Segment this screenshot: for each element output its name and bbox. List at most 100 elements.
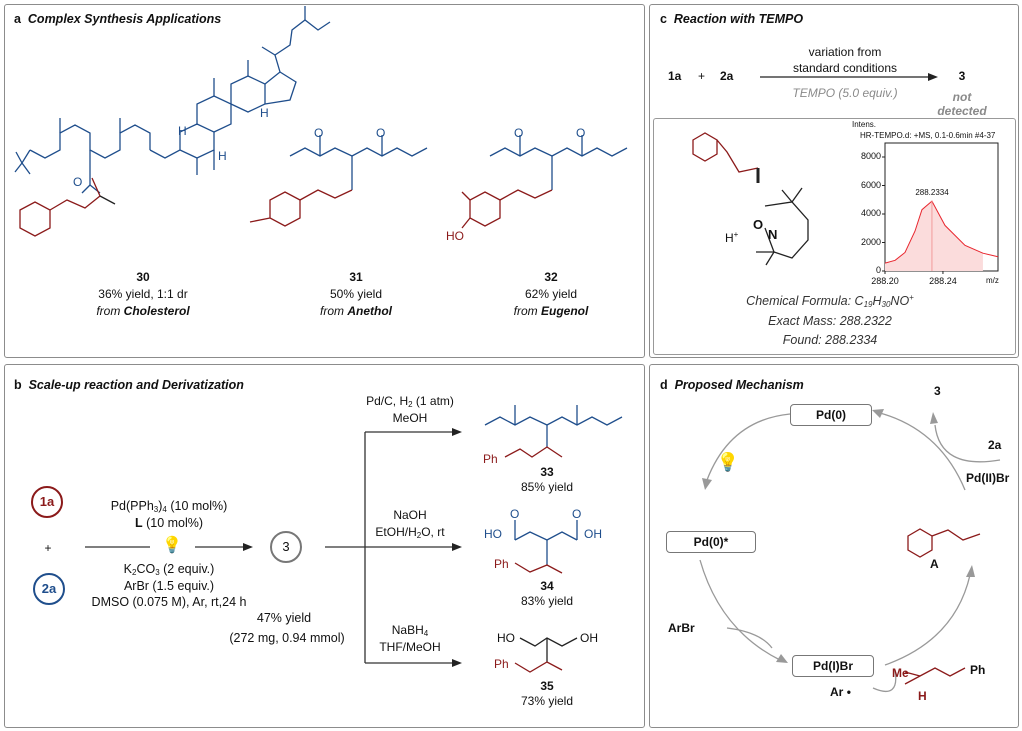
panel-b-title: b Scale-up reaction and Derivatization bbox=[14, 378, 244, 392]
pd2-species: Pd(II)Br bbox=[966, 471, 1010, 485]
compound-32-structure bbox=[489, 135, 628, 190]
aryl-bromide: ArBr (1.5 equiv.) bbox=[123, 579, 215, 593]
compound-30-yield: 36% yield, 1:1 dr bbox=[98, 287, 188, 301]
chemical-formula: Chemical Formula: C19H30NO+ bbox=[746, 293, 914, 309]
panel-b bbox=[4, 364, 645, 728]
reagent-2a-label: 2a bbox=[988, 438, 1002, 452]
panel-d bbox=[649, 364, 1019, 728]
scaleup-yield: 47% yield bbox=[256, 611, 312, 625]
compound-30-structure bbox=[14, 6, 331, 194]
scaleup-amount: (272 mg, 0.94 mmol) bbox=[229, 631, 345, 645]
ligand: L (10 mol%) bbox=[134, 516, 204, 530]
compound-30-cinnamyl bbox=[19, 177, 101, 237]
condition-variation: variation from bbox=[808, 45, 882, 59]
spectrum-line bbox=[884, 200, 999, 264]
route-35-cond1: NaBH4 bbox=[391, 623, 429, 638]
lightbulb-icon: 💡 bbox=[162, 537, 182, 554]
spectrum-xlabel: m/z bbox=[986, 276, 999, 285]
compound-35-label: 35 bbox=[540, 679, 554, 693]
product-3: 3 bbox=[958, 69, 966, 83]
y-tick-label: 0 bbox=[875, 265, 881, 275]
atom-o: O bbox=[576, 126, 586, 140]
compound-31-structure bbox=[289, 135, 428, 190]
atom-ho: HO bbox=[446, 229, 464, 243]
atom-ho: HO bbox=[484, 527, 503, 541]
result-detected: detected bbox=[937, 104, 987, 118]
spectrum-title: HR-TEMPO.d: +MS, 0.1-0.6min #4-37 bbox=[860, 131, 996, 140]
compound-32-label: 32 bbox=[544, 270, 558, 284]
atom-o: O bbox=[376, 126, 386, 140]
y-tick-label: 4000 bbox=[860, 208, 881, 218]
product-3-badge: 3 bbox=[270, 531, 302, 563]
spectrum-peak-label: 288.2334 bbox=[915, 188, 949, 197]
panel-c bbox=[649, 4, 1019, 358]
plus-sign: + bbox=[44, 541, 52, 555]
base: K2CO3 (2 equiv.) bbox=[123, 562, 215, 577]
compound-32-source: from Eugenol bbox=[513, 304, 589, 318]
aryl-radical-label: Ar • bbox=[830, 685, 851, 699]
compound-33-yield: 85% yield bbox=[520, 480, 574, 494]
compound-34-yield: 83% yield bbox=[520, 594, 574, 608]
proton-label: H+ bbox=[725, 230, 739, 245]
phenyl-label: Ph bbox=[970, 663, 986, 677]
compound-33-label: 33 bbox=[540, 465, 554, 479]
pd0-species: Pd(0) bbox=[790, 404, 872, 426]
hrms-box bbox=[653, 118, 1016, 355]
phenyl-label: Ph bbox=[483, 452, 498, 466]
plus-sign: + bbox=[698, 69, 706, 83]
exact-mass: Exact Mass: 288.2322 bbox=[768, 314, 892, 328]
tempo-adduct-piperidine bbox=[756, 168, 809, 266]
atom-o: O bbox=[753, 217, 764, 232]
route-33-cond2: MeOH bbox=[392, 411, 428, 425]
atom-ho: HO bbox=[497, 631, 515, 645]
compound-32-aryl bbox=[461, 189, 553, 229]
reactant-1a: 1a bbox=[668, 69, 682, 83]
atom-h: H bbox=[218, 149, 227, 163]
compound-31-label: 31 bbox=[349, 270, 363, 284]
compound-35-yield: 73% yield bbox=[520, 694, 574, 708]
compound-31-source: from Anethol bbox=[319, 304, 393, 318]
panel-c-title: c Reaction with TEMPO bbox=[660, 12, 804, 26]
x-tick-label: 288.20 bbox=[871, 276, 899, 286]
compound-31-aryl bbox=[249, 189, 353, 227]
y-tick-label: 2000 bbox=[860, 236, 881, 247]
solvent: DMSO (0.075 M), Ar, rt,24 h bbox=[91, 595, 247, 609]
intermediate-a-label: A bbox=[930, 557, 939, 571]
condition-standard: standard conditions bbox=[792, 61, 898, 75]
x-tick-label: 288.24 bbox=[929, 276, 957, 286]
route-33-cond1: Pd/C, H2 (1 atm) bbox=[366, 394, 454, 409]
intermediate-a-structure bbox=[907, 528, 981, 558]
atom-oh: OH bbox=[584, 527, 602, 541]
atom-h: H bbox=[260, 106, 269, 120]
catalytic-cycle-arrows bbox=[699, 409, 1001, 693]
compound-35-styryl bbox=[514, 661, 563, 673]
atom-h: H bbox=[178, 124, 187, 138]
phenyl-label: Ph bbox=[494, 657, 509, 671]
panel-a bbox=[4, 4, 645, 358]
atom-o: O bbox=[73, 175, 83, 189]
compound-31-yield: 50% yield bbox=[329, 287, 383, 301]
route-35-cond2: THF/MeOH bbox=[379, 640, 441, 654]
arbr-label: ArBr bbox=[668, 621, 695, 635]
atom-oh: OH bbox=[580, 631, 598, 645]
atom-o: O bbox=[572, 507, 582, 521]
result-not: not bbox=[952, 90, 972, 104]
reactant-2a-badge: 2a bbox=[33, 573, 65, 605]
found-mass: Found: 288.2334 bbox=[782, 333, 878, 347]
product-3-label: 3 bbox=[934, 384, 941, 398]
atom-o: O bbox=[314, 126, 324, 140]
compound-32-yield: 62% yield bbox=[524, 287, 578, 301]
y-tick-label: 6000 bbox=[860, 179, 881, 190]
pd1-species: Pd(I)Br bbox=[792, 655, 874, 677]
atom-n: N bbox=[768, 227, 778, 242]
spectrum-peak-area bbox=[885, 201, 983, 271]
panel-a-title: a Complex Synthesis Applications bbox=[14, 12, 222, 26]
compound-34-styryl bbox=[514, 562, 563, 574]
compound-30-label: 30 bbox=[136, 270, 150, 284]
hydrogen-label: H bbox=[918, 689, 927, 703]
methyl-label: Me bbox=[892, 666, 909, 680]
radical-intermediate-structure bbox=[904, 667, 966, 685]
catalyst: Pd(PPh3)4 (10 mol%) bbox=[110, 499, 228, 514]
compound-33-diester bbox=[484, 405, 623, 447]
